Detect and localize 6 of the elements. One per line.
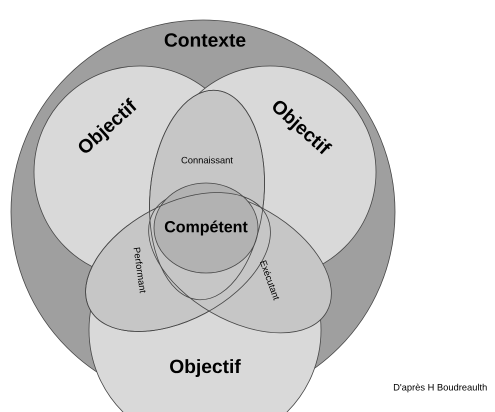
region-label: Performant: [134, 247, 146, 294]
source-note: D'après H Boudreaulth: [394, 384, 487, 392]
region-label: Connaissant: [182, 156, 233, 164]
region-label: Compétent: [164, 220, 248, 236]
region-label: Objectif: [170, 359, 241, 377]
region-label: Contexte: [164, 33, 246, 47]
